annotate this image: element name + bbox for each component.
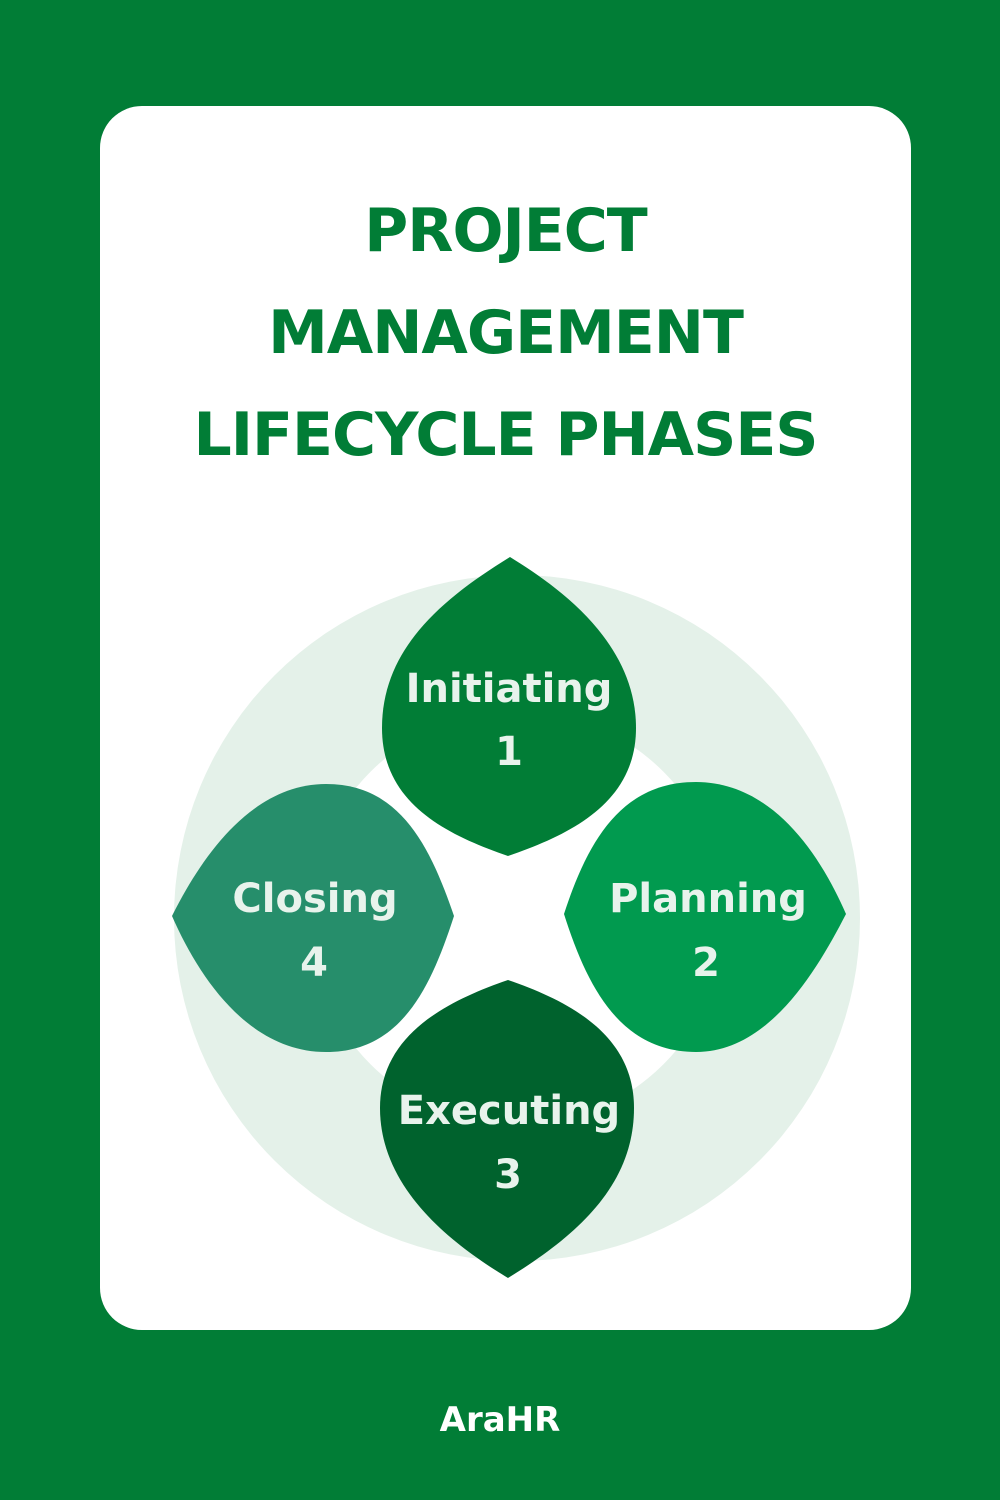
page-title: PROJECT MANAGEMENT LIFECYCLE PHASES bbox=[100, 180, 911, 486]
phase-initiating: Initiating 1 bbox=[382, 557, 636, 856]
phase-planning: Planning 2 bbox=[564, 782, 846, 1052]
phase-planning-number: 2 bbox=[692, 940, 720, 986]
brand-footer: AraHR bbox=[439, 1400, 561, 1440]
phase-initiating-number: 1 bbox=[495, 729, 523, 775]
phase-closing-number: 4 bbox=[300, 940, 328, 986]
phase-planning-name: Planning bbox=[609, 876, 807, 922]
title-line-1: PROJECT bbox=[364, 196, 647, 266]
petal-initiating bbox=[382, 557, 636, 856]
phase-initiating-name: Initiating bbox=[406, 666, 613, 712]
petal-planning bbox=[564, 782, 846, 1052]
phase-executing: Executing 3 bbox=[380, 980, 634, 1278]
petal-closing bbox=[172, 784, 454, 1052]
title-line-3: LIFECYCLE PHASES bbox=[193, 400, 818, 470]
cycle-ring bbox=[174, 575, 860, 1261]
phase-closing-name: Closing bbox=[232, 876, 397, 922]
phase-closing: Closing 4 bbox=[172, 784, 454, 1052]
title-line-2: MANAGEMENT bbox=[268, 298, 744, 368]
phase-executing-name: Executing bbox=[398, 1088, 620, 1134]
petal-executing bbox=[380, 980, 634, 1278]
phase-executing-number: 3 bbox=[494, 1152, 522, 1198]
